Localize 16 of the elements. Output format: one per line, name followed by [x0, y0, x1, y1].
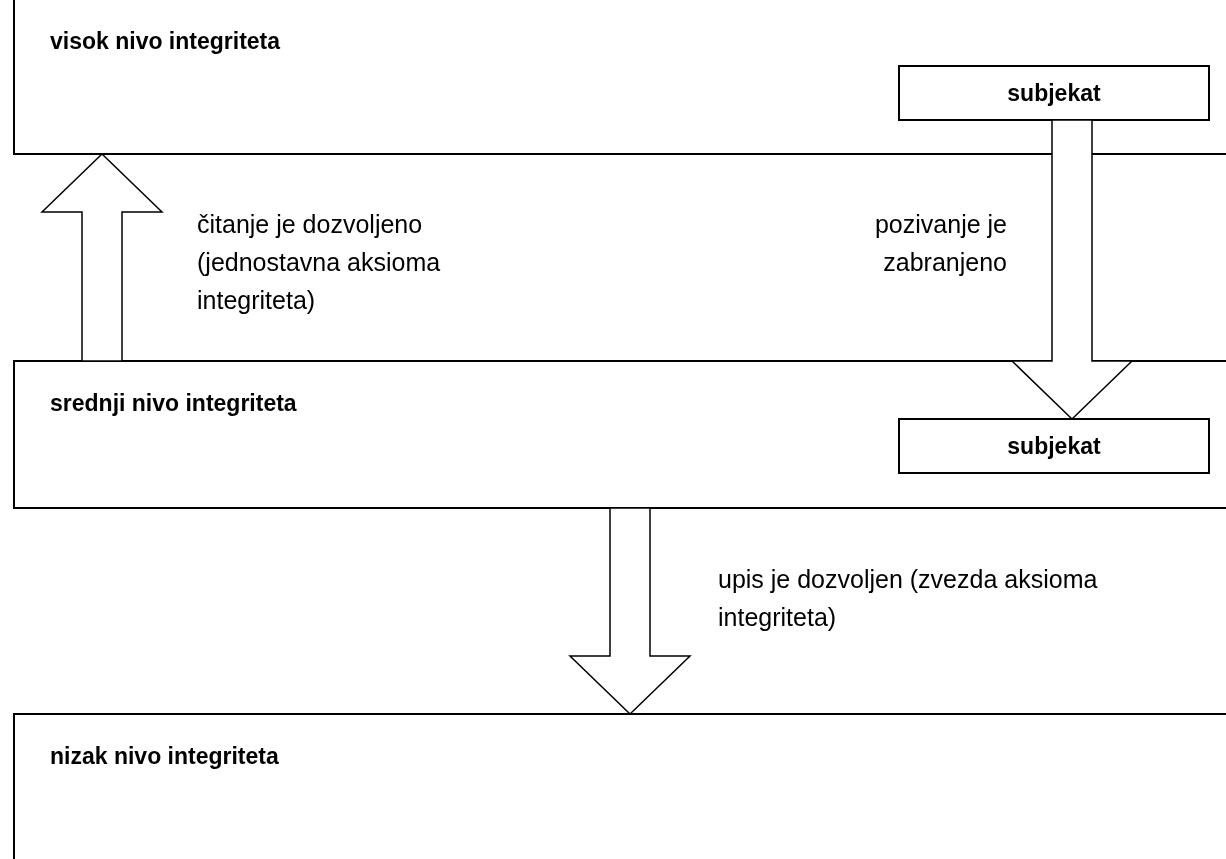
level-band — [13, 360, 1226, 509]
edge-label: upis je dozvoljen (zvezda aksioma integriteta) — [718, 564, 1099, 633]
edge-label: čitanje je dozvoljeno (jednostavna aksioma integriteta) — [197, 209, 442, 316]
level-title: srednji nivo integriteta — [50, 390, 297, 417]
subject-box — [898, 65, 1210, 121]
edge-label: pozivanje je zabranjeno — [873, 209, 1007, 278]
block-arrow — [40, 152, 164, 362]
subject-label: subjekat — [1006, 431, 1102, 461]
block-arrow — [568, 507, 692, 716]
level-band — [13, 0, 1226, 155]
subject-label: subjekat — [1006, 78, 1102, 108]
level-title: visok nivo integriteta — [50, 28, 281, 55]
subject-box — [898, 418, 1210, 474]
level-band — [13, 713, 1226, 859]
level-title: nizak nivo integriteta — [50, 743, 279, 770]
block-arrow — [1010, 119, 1134, 421]
